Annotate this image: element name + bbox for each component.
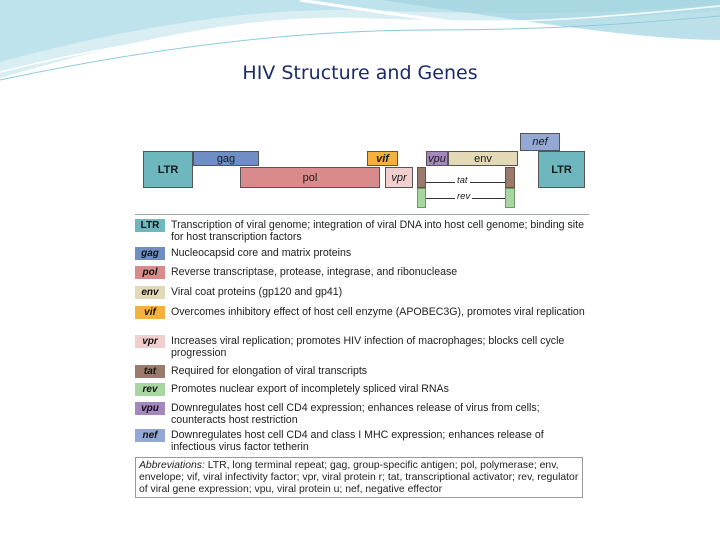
gene-description: Increases viral replication; promotes HI… bbox=[171, 335, 565, 359]
hiv-genome-figure: LTR gag pol vif vpr vpu env nef LTR tat … bbox=[127, 127, 593, 505]
rev-label: rev bbox=[455, 191, 473, 202]
rev-exon-2 bbox=[505, 188, 515, 208]
gene-description: Reverse transcriptase, protease, integra… bbox=[171, 266, 458, 278]
legend-row-env: env Viral coat proteins (gp120 and gp41) bbox=[135, 286, 591, 299]
legend-row-rev: rev Promotes nuclear export of incomplet… bbox=[135, 383, 591, 396]
gene-chip-vpr: vpr bbox=[135, 335, 165, 348]
gene-description: Required for elongation of viral transcr… bbox=[171, 365, 368, 377]
legend-row-pol: pol Reverse transcriptase, protease, int… bbox=[135, 266, 591, 279]
vpr-box: vpr bbox=[385, 167, 413, 188]
env-box: env bbox=[448, 151, 518, 166]
gene-description: Overcomes inhibitory effect of host cell… bbox=[171, 306, 585, 318]
tat-exon-2 bbox=[505, 167, 515, 188]
vif-box: vif bbox=[367, 151, 398, 166]
gene-chip-tat: tat bbox=[135, 365, 165, 378]
tat-exon-1 bbox=[417, 167, 426, 188]
abbreviations-label: Abbreviations: bbox=[139, 460, 205, 471]
gene-description: Nucleocapsid core and matrix proteins bbox=[171, 247, 352, 259]
gene-chip-ltr: LTR bbox=[135, 219, 165, 232]
gene-chip-nef: nef bbox=[135, 429, 165, 442]
gene-chip-rev: rev bbox=[135, 383, 165, 396]
slide-title: HIV Structure and Genes bbox=[242, 62, 478, 84]
abbreviations-text: LTR, long terminal repeat; gag, group-sp… bbox=[139, 460, 579, 495]
legend-row-vif: vif Overcomes inhibitory effect of host … bbox=[135, 306, 591, 319]
figure-divider bbox=[135, 214, 589, 215]
ltr-right-box: LTR bbox=[538, 151, 585, 188]
ltr-left-box: LTR bbox=[143, 151, 193, 188]
legend-row-vpu: vpu Downregulates host cell CD4 expressi… bbox=[135, 402, 591, 426]
gene-description: Promotes nuclear export of incompletely … bbox=[171, 383, 449, 395]
pol-box: pol bbox=[240, 167, 380, 188]
gene-chip-vif: vif bbox=[135, 306, 165, 319]
gene-description: Transcription of viral genome; integrati… bbox=[171, 219, 584, 243]
gene-chip-gag: gag bbox=[135, 247, 165, 260]
tat-label: tat bbox=[455, 175, 470, 186]
legend-row-nef: nef Downregulates host cell CD4 and clas… bbox=[135, 429, 591, 453]
gene-description: Viral coat proteins (gp120 and gp41) bbox=[171, 286, 343, 298]
legend-row-vpr: vpr Increases viral replication; promote… bbox=[135, 335, 591, 359]
rev-exon-1 bbox=[417, 188, 426, 208]
abbreviations-box: Abbreviations: LTR, long terminal repeat… bbox=[135, 457, 583, 499]
legend-row-gag: gag Nucleocapsid core and matrix protein… bbox=[135, 247, 591, 260]
legend-row-tat: tat Required for elongation of viral tra… bbox=[135, 365, 591, 378]
gene-chip-vpu: vpu bbox=[135, 402, 165, 415]
gene-chip-pol: pol bbox=[135, 266, 165, 279]
gag-box: gag bbox=[193, 151, 259, 166]
legend-row-ltr: LTR Transcription of viral genome; integ… bbox=[135, 219, 591, 243]
gene-description: Downregulates host cell CD4 and class I … bbox=[171, 429, 544, 453]
header-swoosh-decoration bbox=[0, 0, 720, 81]
gene-description: Downregulates host cell CD4 expression; … bbox=[171, 402, 540, 426]
vpu-box: vpu bbox=[426, 151, 448, 166]
gene-chip-env: env bbox=[135, 286, 165, 299]
nef-box: nef bbox=[520, 133, 560, 151]
